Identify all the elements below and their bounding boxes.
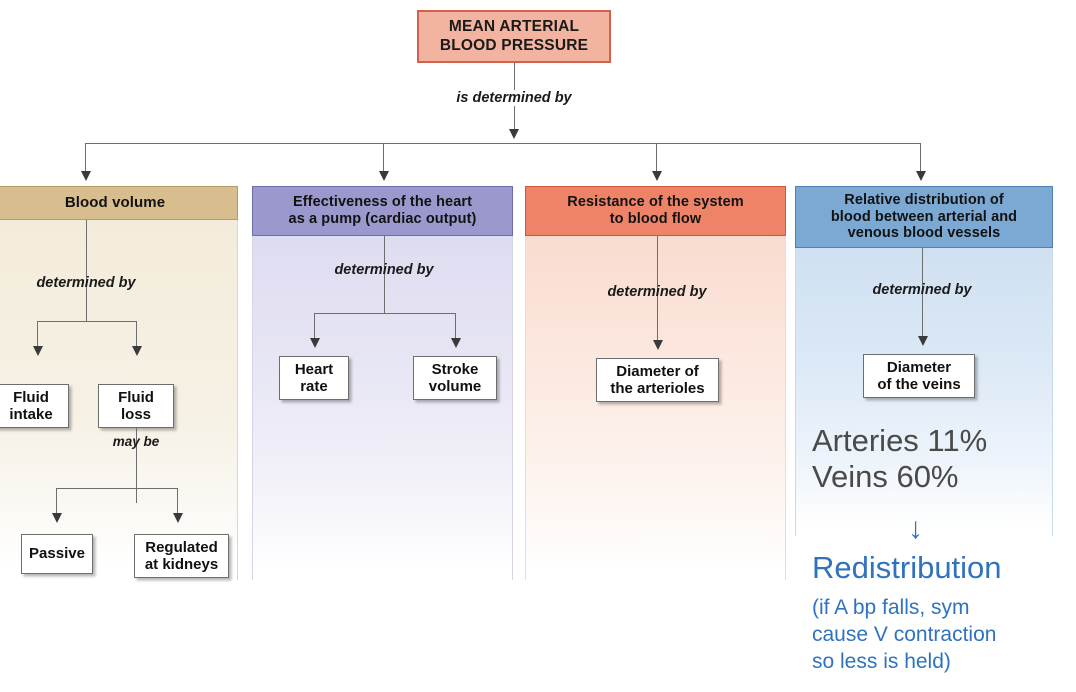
annotation-down-arrow-icon: ↓ <box>908 512 923 545</box>
c1-arrowhead-fluid-loss <box>131 346 142 356</box>
c4-caption-determined-by: determined by <box>872 282 972 298</box>
c1-split-bar2 <box>56 488 177 489</box>
c3-caption-determined-by: determined by <box>607 284 707 300</box>
branch-arrowhead-col4 <box>915 171 926 181</box>
c4-header-line1: Relative distribution of <box>844 191 1004 208</box>
c4-header-line3: venous blood vessels <box>847 225 1001 242</box>
branch-line-col1 <box>85 143 86 173</box>
c1-caption-determined-by: determined by <box>36 275 136 291</box>
c1-arrowhead-passive <box>51 513 62 523</box>
node-fluid-intake-line2: intake <box>9 406 53 423</box>
c1-drop-right2 <box>177 488 178 515</box>
column-header-cardiac-output: Effectiveness of the heart as a pump (ca… <box>252 186 513 236</box>
node-heart-rate: Heart rate <box>279 356 349 400</box>
c4-header-line2: blood between arterial and <box>830 208 1018 225</box>
node-regulated-at-kidneys: Regulated at kidneys <box>134 534 229 578</box>
column-blood-distribution: Relative distribution of blood between a… <box>795 186 1053 536</box>
column-body-cardiac-output: determined by Heart rate Stroke volume <box>252 236 513 580</box>
node-stroke-volume-line1: Stroke <box>431 360 479 378</box>
node-passive: Passive <box>21 534 93 574</box>
c2-drop-left <box>314 313 315 340</box>
node-heart-rate-line2: rate <box>300 378 328 395</box>
c4-stem <box>922 248 923 340</box>
node-regulated-line1: Regulated <box>145 538 218 556</box>
c2-arrowhead-stroke-volume <box>450 338 461 348</box>
column-resistance: Resistance of the system to blood flow d… <box>525 186 786 580</box>
branch-arrowhead-col2 <box>378 171 389 181</box>
c2-caption-determined-by: determined by <box>334 262 434 278</box>
column-body-blood-distribution: determined by Diameter of the veins <box>795 248 1053 536</box>
node-regulated-line2: at kidneys <box>144 556 219 573</box>
c2-header-line1: Effectiveness of the heart <box>292 194 473 211</box>
c3-stem <box>657 236 658 344</box>
c2-header-line2: as a pump (cardiac output) <box>288 211 477 227</box>
node-arterioles-line2: the arterioles <box>610 380 705 397</box>
node-fluid-loss: Fluid loss <box>98 384 174 428</box>
c3-header-line1: Resistance of the system <box>567 194 744 211</box>
annotation-title-redistribution: Redistribution <box>812 550 1002 585</box>
node-fluid-intake-line1: Fluid <box>13 388 49 406</box>
branch-line-col3 <box>656 143 657 173</box>
c1-drop-left2 <box>56 488 57 515</box>
column-cardiac-output: Effectiveness of the heart as a pump (ca… <box>252 186 513 580</box>
c3-header-line2: to blood flow <box>609 211 702 227</box>
annotation-sub-line1: (if A bp falls, sym <box>812 596 970 619</box>
c2-split-bar <box>314 313 455 314</box>
node-stroke-volume: Stroke volume <box>413 356 497 400</box>
c1-stem <box>86 220 87 321</box>
branch-line-col4 <box>920 143 921 173</box>
node-heart-rate-line1: Heart <box>294 360 334 378</box>
c2-arrowhead-heart-rate <box>309 338 320 348</box>
c1-caption-may-be: may be <box>112 434 160 449</box>
column-body-resistance: determined by Diameter of the arterioles <box>525 236 786 580</box>
column-body-blood-volume: determined by Fluid intake Fluid loss ma… <box>0 220 238 580</box>
branch-arrowhead-col3 <box>651 171 662 181</box>
node-passive-label: Passive <box>29 545 85 563</box>
branch-line-col2 <box>383 143 384 173</box>
root-label-line1: MEAN ARTERIAL <box>448 18 580 36</box>
node-veins-line1: Diameter <box>886 358 952 376</box>
column-header-blood-distribution: Relative distribution of blood between a… <box>795 186 1053 248</box>
column-header-blood-volume: Blood volume <box>0 186 238 220</box>
node-stroke-volume-line2: volume <box>428 378 482 395</box>
node-arterioles-line1: Diameter of <box>616 362 699 380</box>
node-diameter-of-the-veins: Diameter of the veins <box>863 354 975 398</box>
c1-drop-right <box>136 321 137 348</box>
c1-arrowhead-fluid-intake <box>32 346 43 356</box>
node-fluid-loss-line2: loss <box>120 406 151 423</box>
c1-split-bar <box>37 321 136 322</box>
column-header-resistance: Resistance of the system to blood flow <box>525 186 786 236</box>
distributor-bus-line <box>85 143 921 144</box>
c1-drop-left <box>37 321 38 348</box>
c1-arrowhead-regulated <box>172 513 183 523</box>
c1-stem2 <box>136 428 137 503</box>
annotation-stat-veins: Veins 60% <box>812 459 959 494</box>
root-node-mean-arterial-blood-pressure: MEAN ARTERIAL BLOOD PRESSURE <box>417 10 611 63</box>
column-blood-volume: Blood volume determined by Fluid intake … <box>0 186 238 580</box>
root-connector-caption: is determined by <box>451 90 577 106</box>
annotation-sub-line3: so less is held) <box>812 650 951 673</box>
annotation-sub-line2: cause V contraction <box>812 623 997 646</box>
node-veins-line2: of the veins <box>877 376 961 393</box>
branch-arrowhead-col1 <box>80 171 91 181</box>
root-connector-arrowhead <box>509 129 519 139</box>
c2-drop-right <box>455 313 456 340</box>
c3-arrowhead-diameter-arterioles <box>652 340 663 350</box>
node-fluid-loss-line1: Fluid <box>118 388 154 406</box>
annotation-stat-arteries: Arteries 11% <box>812 423 988 458</box>
node-diameter-of-the-arterioles: Diameter of the arterioles <box>596 358 719 402</box>
c2-stem <box>384 236 385 313</box>
root-label-line2: BLOOD PRESSURE <box>439 36 589 54</box>
c4-arrowhead-diameter-veins <box>917 336 928 346</box>
node-fluid-intake: Fluid intake <box>0 384 69 428</box>
